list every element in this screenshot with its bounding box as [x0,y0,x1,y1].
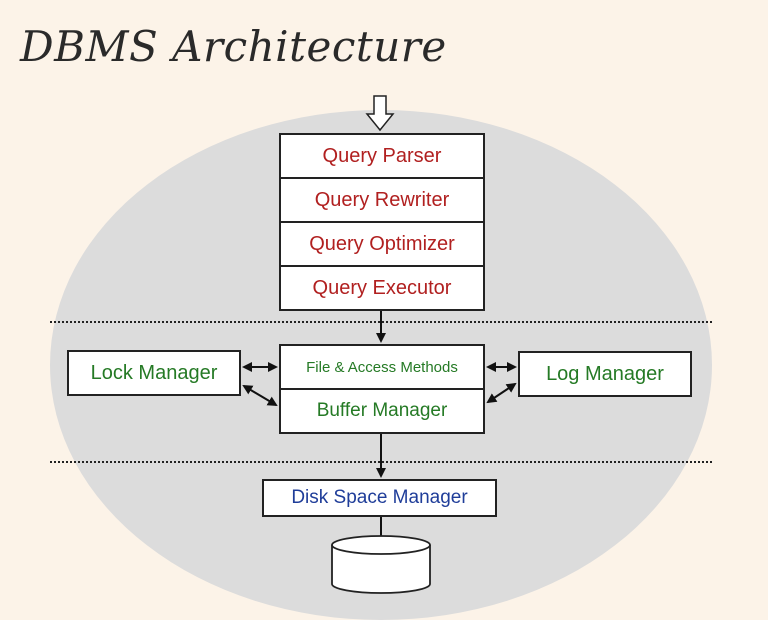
buffer-manager-box: Buffer Manager [279,388,485,434]
buffer-log-arrow [486,382,517,404]
lock-buffer-arrow [242,384,278,407]
query-parser-box: Query Parser [279,133,485,179]
query-executor-box: Query Executor [279,265,485,311]
slide-title: DBMS Architecture [20,22,447,71]
diagram-arrows [242,95,517,594]
disk-storage-icon [331,535,431,594]
lock-manager-box: Lock Manager [67,350,241,396]
disk-space-manager-box: Disk Space Manager [262,479,497,517]
query-optimizer-box: Query Optimizer [279,221,485,267]
input-arrow [365,95,395,132]
file-access-methods-box: File & Access Methods [279,344,485,390]
log-manager-box: Log Manager [518,351,692,397]
